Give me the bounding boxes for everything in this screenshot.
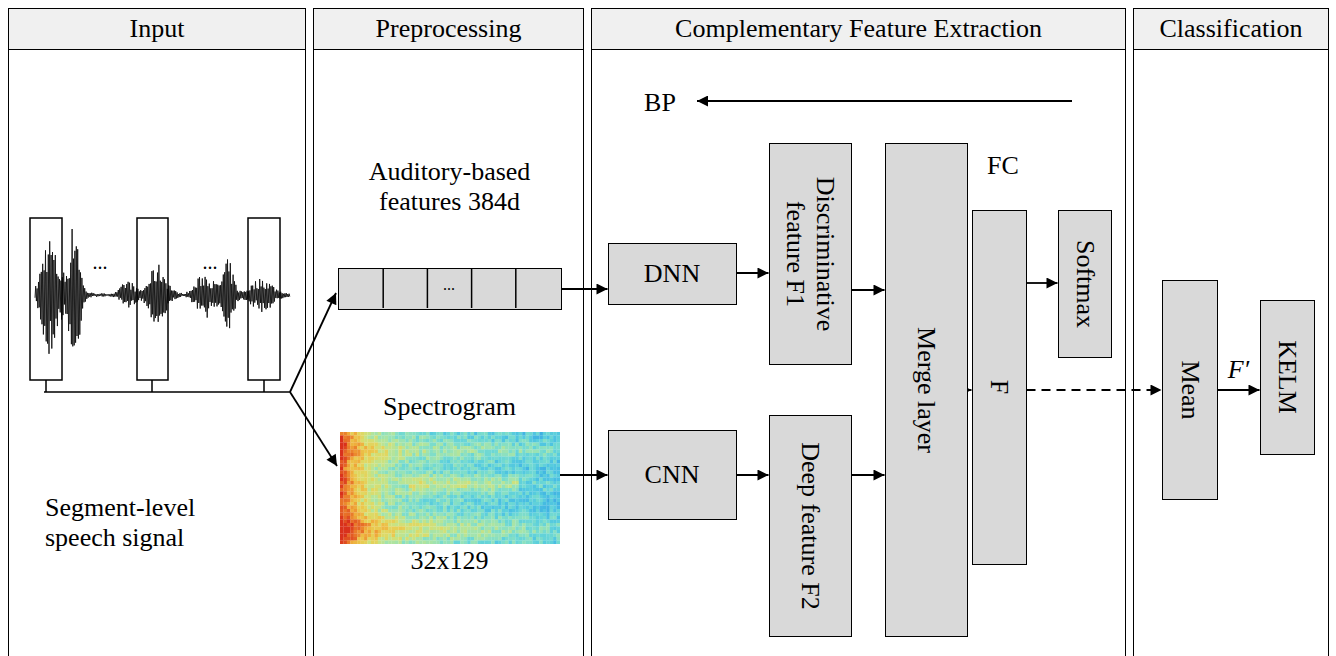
- layer-box: DNN: [608, 243, 737, 305]
- layer-box: KELM: [1260, 300, 1315, 455]
- feature-vector: Auditory-based features 384d...: [338, 268, 562, 310]
- waveform-trace: [35, 229, 290, 354]
- box-label: Deep feature F2: [795, 423, 825, 629]
- box-label: KELM: [1272, 308, 1302, 447]
- size-caption: 32x129: [411, 546, 489, 576]
- input-caption: Segment-level speech signal: [45, 493, 255, 553]
- speech-waveform: [35, 229, 290, 354]
- panel-header: Complementary Feature Extraction: [592, 9, 1125, 50]
- panel-header: Classification: [1134, 9, 1328, 50]
- box-label: Discriminative feature F1: [780, 151, 840, 357]
- bp-label: BP: [644, 88, 676, 118]
- feature-title: Spectrogram: [330, 392, 570, 422]
- cell-divider: [470, 269, 472, 308]
- box-label: CNN: [645, 460, 700, 490]
- layer-box: Merge layer: [885, 143, 968, 637]
- box-label: F: [984, 218, 1014, 557]
- layer-box: Mean: [1162, 280, 1218, 500]
- flow-arrow: [1027, 282, 1058, 284]
- panel-header: Preprocessing: [314, 9, 583, 50]
- box-label: DNN: [644, 259, 700, 289]
- layer-box: F: [972, 210, 1027, 565]
- ellipsis: ...: [93, 251, 108, 274]
- feature-title: Auditory-based features 384d: [330, 157, 570, 217]
- flow-arrow: [737, 272, 769, 274]
- fc-label: FC: [987, 151, 1019, 181]
- segment-frames: [30, 218, 290, 392]
- stage-panel: ClassificationMean KELM: [1133, 8, 1329, 656]
- box-label: Softmax: [1070, 218, 1100, 350]
- stage-panel: PreprocessingAuditory-based features 384…: [313, 8, 584, 656]
- flow-arrow: [852, 289, 885, 291]
- layer-box: Deep feature F2: [769, 415, 852, 637]
- flow-arrow: [852, 474, 885, 476]
- layer-box: CNN: [608, 430, 737, 520]
- cell-ellipsis: ...: [427, 269, 471, 309]
- layer-box: Discriminative feature F1: [769, 143, 852, 365]
- ellipsis: ...: [203, 251, 218, 274]
- stage-panel: Input: [8, 8, 306, 656]
- flow-arrow: [1027, 389, 1162, 391]
- flow-arrow: [1218, 389, 1260, 391]
- edge-label: F′: [1228, 355, 1250, 385]
- box-label: Mean: [1175, 288, 1205, 492]
- panel-header: Input: [9, 9, 305, 50]
- cell-divider: [426, 269, 428, 308]
- box-label: Merge layer: [911, 151, 941, 629]
- frame-collector-line: [44, 380, 290, 392]
- spectrogram-heatmap: [340, 432, 560, 544]
- cell-divider: [515, 269, 517, 308]
- layer-box: Softmax: [1058, 210, 1112, 358]
- segment-frame: [137, 218, 168, 380]
- segment-frame: [30, 218, 62, 380]
- flow-arrow: [562, 288, 608, 290]
- spectrogram-image: Spectrogram32x129: [340, 432, 560, 544]
- cell-divider: [382, 269, 384, 308]
- flow-arrow: [737, 474, 769, 476]
- segment-frame: [248, 218, 280, 380]
- backprop-arrow: [697, 100, 1072, 102]
